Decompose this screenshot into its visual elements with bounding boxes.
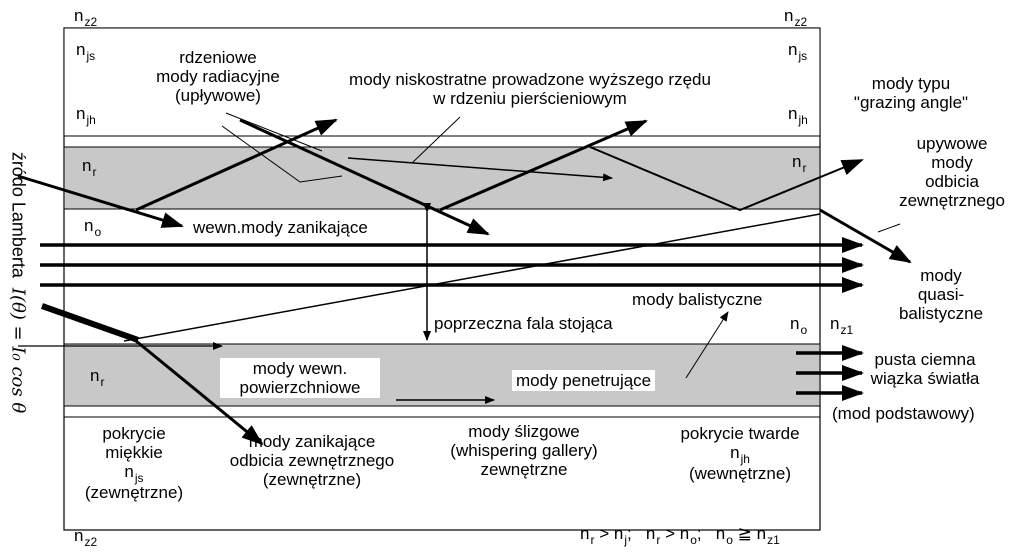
label-fundamental-mode: (mod podstawowy) [832,404,975,423]
core-band-bottom [63,343,821,407]
label-internal-surface: mody wewn.powierzchniowe [220,358,380,398]
core-band-top [63,146,821,210]
label-nz2-top-left: nz2 [74,6,98,29]
label-njs-left: njs [76,40,96,63]
label-nr-top-right: nr [792,152,807,175]
label-standing-wave: poprzeczna fala stojąca [434,314,613,333]
index-relation: nr > nj; nr > no; no ≧ nz1 [580,524,780,547]
label-nz2-bottom-left: nz2 [74,526,98,549]
label-no-right: no [790,314,808,337]
label-hard-cladding: pokrycie twarde njh (wewnętrzne) [680,424,800,483]
leader-low-order [411,116,461,164]
cladding-top [63,27,821,137]
leader-core-radiation-2 [225,112,323,152]
label-no-left: no [84,216,102,239]
leader-ballistic [685,311,729,379]
label-njh-right: njh [788,104,808,127]
label-ballistic: mody balistyczne [632,290,763,309]
ray-evanescent-external [129,334,264,446]
label-nz1-right: nz1 [830,314,854,337]
label-whispering-gallery: mody ślizgowe(whispering gallery)zewnętr… [450,422,598,479]
ray-grazing-angle [589,146,864,212]
label-internal-evanescent: wewn.mody zanikające [190,218,371,237]
label-njh-left: njh [76,104,96,127]
ray-higher-order-a [439,119,648,212]
label-lambert-source: źródo Lamberta I(θ) = I₀ cos θ [7,151,29,414]
label-nz2-top-right: nz2 [784,6,808,29]
label-nr-top-left: nr [82,156,97,179]
ray-core-radiation-b [239,118,490,236]
leader-core-radiation-1 [221,125,343,183]
ray-core-radiation-a [135,118,338,212]
lambert-ray-thick [40,303,140,343]
label-nr-bottom-left: nr [90,366,105,389]
leader-leaky-external [877,223,901,233]
label-low-order-modes: mody niskostratne prowadzone wyższego rz… [349,70,711,108]
label-penetrating: mody penetrujące [512,370,656,391]
label-njh-bottom: n [730,443,740,462]
label-njs-bottom: n [124,462,134,481]
label-njs-right: njs [788,40,808,63]
ray-leaky-external [819,208,912,264]
ray-long-diagonal [123,213,821,342]
label-grazing-angle: mody typu"grazing angle" [853,74,969,112]
ray-higher-order-b [347,157,613,182]
lambert-ray-1 [17,174,184,228]
